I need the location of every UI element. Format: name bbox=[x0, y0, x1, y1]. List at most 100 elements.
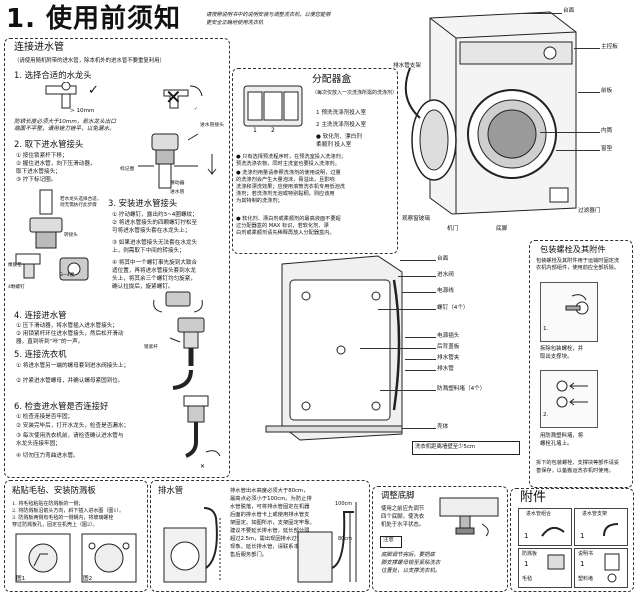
bolts-footer-2: 善保存，以备搬运洗衣机时使用。 bbox=[536, 468, 614, 474]
drain-height-80: 80cm bbox=[338, 536, 352, 542]
distributor-note-5: 洗涤和漂洗效果；应使用滚筒洗衣机专用低泡洗 bbox=[236, 184, 345, 190]
hose-connect-illustration bbox=[169, 317, 205, 390]
lint-fig2-label: 图2 bbox=[83, 576, 93, 582]
leader-drum bbox=[540, 132, 600, 133]
s2-label-screws: 4颗螺钉 bbox=[8, 285, 25, 290]
bolts-step2-figure bbox=[540, 370, 598, 428]
svg-text:✕: ✕ bbox=[200, 463, 205, 470]
label-top: 台面 bbox=[563, 8, 575, 14]
wall-gap-note: 洗衣机距离墙壁至少5cm bbox=[415, 444, 476, 450]
svg-text:1: 1 bbox=[253, 127, 257, 134]
back-leader-7 bbox=[405, 359, 436, 360]
drain-hose-illustration bbox=[163, 507, 221, 583]
lint-step-1: 1. 将毛毡粘贴在防溅板的一侧； bbox=[12, 501, 84, 507]
label-front: 前板 bbox=[601, 88, 613, 94]
distributor-item-3: ● 软化剂、漂白剂 bbox=[316, 134, 362, 140]
lint-fig1-label: 图1 bbox=[16, 576, 26, 582]
packing-bolts-panel bbox=[529, 240, 633, 488]
s5-step-2: ② 拧紧进水管螺母，并确认螺母紧固到位。 bbox=[16, 378, 124, 384]
lint-step-2: 2. 将防溅板沿箭头方向，斜下插入进水图（图1）。 bbox=[12, 508, 125, 514]
s3-step-1: ① 拧动螺钉，露出约3~4圈螺纹； bbox=[112, 212, 198, 218]
s2-part-hose: 进水管 bbox=[170, 190, 185, 195]
s6-step-2: ② 安装完毕后，打开水龙头，检查是否漏水； bbox=[16, 423, 130, 429]
back-leader-4 bbox=[378, 309, 436, 310]
bolts-footer-1: 拆下的包装螺栓、支撑块等部件请妥 bbox=[536, 460, 620, 466]
s3-step-2: ② 将进水管接头的四颗螺钉拧松至 bbox=[112, 220, 198, 226]
bolts-step1-num: 1. bbox=[543, 326, 549, 332]
s3-step-3: 可将进水管接头套在水龙头上； bbox=[112, 228, 191, 234]
acc-item-3 bbox=[518, 548, 572, 588]
s4-label-lock: 锁紧杆 bbox=[144, 345, 158, 350]
acc-item-4 bbox=[574, 548, 628, 588]
s3-label-adapter: 转接头 bbox=[64, 233, 78, 238]
s6-step-3: ③ 每次使用洗衣机前，请检查确认进水管与 bbox=[16, 433, 124, 439]
distributor-illustration: 1 2 bbox=[243, 85, 303, 134]
manual-icon bbox=[604, 553, 620, 571]
s3-step-7: 适位置，再将进水管接头套到水龙 bbox=[112, 268, 196, 274]
label-drum: 内筒 bbox=[601, 128, 613, 134]
bolts-desc-1: 包装螺栓及其附件用于运输时固定洗 bbox=[536, 258, 620, 264]
accessories-title: 附件 bbox=[520, 490, 547, 505]
label-filter-door: 过滤器门 bbox=[578, 208, 601, 214]
s2-step-1: ① 按住锁紧杆下移； bbox=[16, 153, 68, 159]
s5-step-1: ① 将进水管另一端的螺母套到进水阀接头上； bbox=[16, 363, 130, 369]
acc-item-3-name: 防溅板 bbox=[522, 551, 538, 557]
check-leak-illustration: ✕ bbox=[183, 395, 221, 470]
back-label-valve: 进水阀 bbox=[437, 272, 454, 278]
bolt-removal-icon bbox=[565, 294, 589, 315]
s3-note-b: 则无需执行此步骤 bbox=[60, 203, 97, 208]
s3-step-6: ④ 将其中一个螺钉事先旋到大致合 bbox=[112, 260, 198, 266]
drain-height-100: 100cm bbox=[335, 501, 353, 507]
acc-item-3-sub: 毛毡 bbox=[522, 576, 533, 582]
acc-item-1-qty: 1 bbox=[524, 532, 529, 540]
s2-part-ring: 标记圈 bbox=[120, 167, 135, 172]
drain-text-7: 超过2.5m，需出现因排水过慢等 bbox=[230, 536, 308, 542]
distributor-item-2: 2 主洗洗涤剂投入室 bbox=[316, 122, 367, 128]
lint-title: 粘贴毛毡、安装防溅板 bbox=[12, 485, 96, 495]
s1-dim: > 10mm bbox=[70, 108, 95, 114]
bolts-title: 包装螺栓及其附件 bbox=[540, 244, 606, 254]
s3-step-8: 头上，将其余三个螺钉均匀旋紧， bbox=[112, 276, 196, 282]
s1-note-1: 防锈长度必须大于10mm，若水龙头出口 bbox=[14, 119, 116, 125]
back-leader-8 bbox=[405, 370, 436, 371]
back-leader-1 bbox=[400, 260, 436, 261]
drain-title: 排水管 bbox=[158, 485, 184, 495]
label-hose-bracket: 排水管支架 bbox=[393, 63, 421, 69]
cross-mark-icon: ✕ bbox=[165, 85, 182, 109]
level-note-1: 底脚调节完后，要把底 bbox=[381, 552, 435, 558]
check-mark-icon: ✓ bbox=[88, 83, 99, 98]
s2-title: 2. 取下进水管接头 bbox=[14, 139, 84, 149]
acc-item-4-name: 说明书 bbox=[578, 551, 594, 557]
distributor-note-4: 的洗涤剂会产生大量泡沫，易溢出，且影响 bbox=[236, 177, 335, 183]
lint-step-3: 3. 防溅板两侧有毛毡的一侧朝内，将玻璃螺栓 bbox=[12, 515, 114, 521]
back-leader-3 bbox=[402, 292, 436, 293]
leader-front bbox=[578, 92, 600, 93]
back-label-drain: 排水管 bbox=[437, 366, 454, 372]
s2-part-connector: 进水管接头 bbox=[200, 123, 224, 128]
s2-label-gasket: 橡胶垫 bbox=[8, 263, 22, 268]
drain-text-6: 建议不要延长排水管，延长部分弱 bbox=[230, 528, 310, 534]
connector-illustration bbox=[138, 133, 217, 189]
back-leader-10 bbox=[402, 428, 436, 429]
s4-step-3: 器，直到听到“咔”的一声。 bbox=[16, 339, 84, 345]
s6-step-4: 水龙头连接牢固； bbox=[16, 441, 61, 447]
wall-gap-note-box bbox=[412, 441, 520, 455]
connect-subtitle: （请使用随机附带的进水管，除本机外的进水管不要重复利用） bbox=[14, 58, 165, 64]
back-leader-2 bbox=[398, 276, 436, 277]
intro-line-1: 请按照说明书中的说明安装与调整洗衣机，以便您能够 bbox=[206, 12, 331, 18]
cap-insert-icon bbox=[556, 380, 588, 408]
s5-title: 5. 连接洗衣机 bbox=[14, 349, 67, 359]
label-door: 机门 bbox=[447, 226, 459, 232]
faucet-adapter-illustration bbox=[15, 189, 89, 281]
s6-step-1: ① 检查连接是否牢固； bbox=[16, 414, 74, 420]
s2-step-2: ② 握住进水管，向下压滑动器， bbox=[16, 161, 96, 167]
s3-label-turns: 3~4圈 bbox=[60, 273, 75, 278]
s4-title: 4. 连接进水管 bbox=[14, 310, 67, 320]
level-note-3: 位置处，以支撑洗衣机。 bbox=[381, 568, 441, 574]
back-label-bolts: 螺钉（4个） bbox=[437, 305, 469, 311]
acc-item-4-sub: 塑料堵 bbox=[578, 576, 594, 582]
s2-part-slider: 滑动器 bbox=[170, 181, 185, 186]
back-label-caps: 防溅塑料堵（4个） bbox=[437, 386, 486, 392]
distributor-title: 分配器盒 bbox=[312, 74, 352, 85]
s2-step-3: 取下进水管接头； bbox=[16, 169, 61, 175]
